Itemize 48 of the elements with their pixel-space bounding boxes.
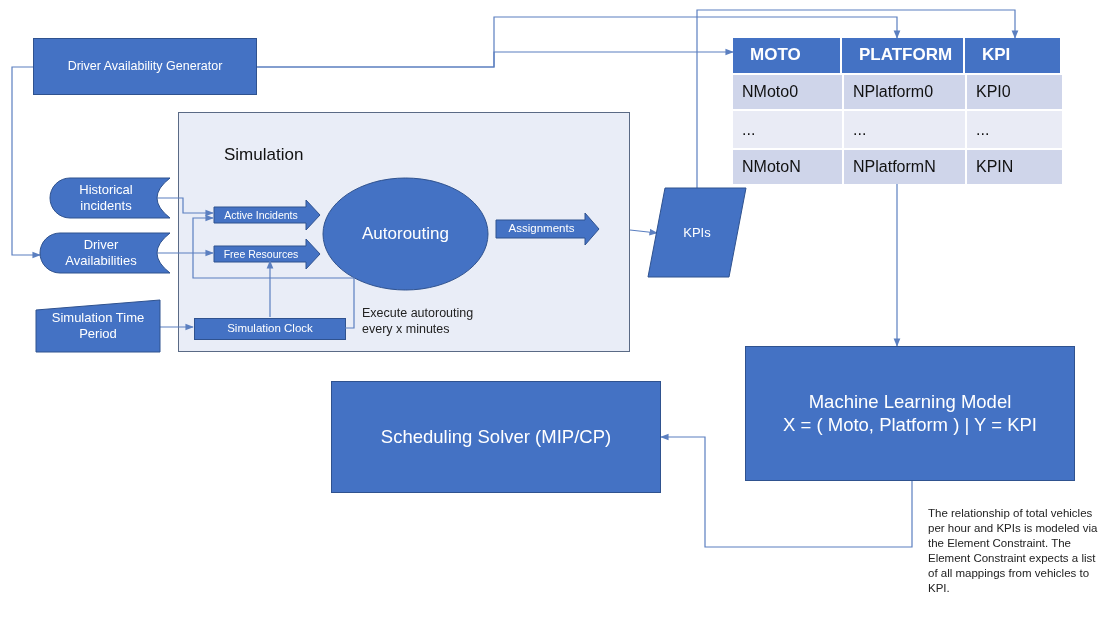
connector-arrow [256, 16, 901, 68]
connector-arrow [192, 214, 355, 329]
table-header-cell [733, 38, 842, 73]
note-text: Execute autorouting every x minutes [362, 306, 475, 338]
node-label: Autorouting [361, 223, 450, 245]
process-box [33, 38, 257, 95]
table-header-cell [842, 38, 965, 73]
node-label: Driver Availabilities [64, 237, 138, 269]
data-table [733, 38, 1062, 184]
connector-arrow [159, 323, 194, 331]
table-cell: NPlatformN [844, 150, 965, 184]
node-label: KPI [981, 45, 1012, 66]
table-cell: NPlatform0 [844, 75, 965, 109]
node-label: Simulation Clock [226, 322, 314, 336]
node-subtitle: X = ( Moto, Platform ) | Y = KPI [782, 413, 1038, 436]
table-header-cell [965, 38, 1062, 73]
node-label: Driver Availability Generator [66, 59, 224, 74]
node-label: Historical incidents [78, 182, 134, 214]
data-storage-shape [40, 233, 170, 273]
connector-arrow [11, 66, 41, 259]
connector-arrow [696, 9, 1019, 189]
table-cell: ... [844, 111, 965, 148]
node-label: Simulation Time Period [50, 310, 146, 342]
connector-arrow [893, 183, 901, 347]
connector-arrow [660, 433, 913, 548]
table-cell: ... [733, 111, 842, 148]
table-cell: KPIN [967, 150, 1062, 184]
data-storage-shape [50, 178, 170, 218]
process-box [745, 346, 1075, 481]
node-label: Machine Learning Model [807, 391, 1013, 414]
simulation-panel [178, 112, 630, 352]
node-label: KPIs [682, 224, 712, 241]
connector-arrow [156, 249, 214, 257]
process-box [331, 381, 661, 493]
node-label: Simulation [223, 145, 305, 166]
node-label: Scheduling Solver (MIP/CP) [379, 425, 613, 449]
connector-arrow [629, 228, 658, 236]
manual-input-shape [36, 300, 160, 352]
data-parallelogram [648, 188, 746, 277]
table-cell: KPI0 [967, 75, 1062, 109]
table-cell: ... [967, 111, 1062, 148]
note-text: The relationship of total vehicles per hour and KPIs is modeled via the Element Constraint. The Element Constraint expects a list of all mappings from vehicles to KPI. [928, 506, 1099, 596]
process-box [194, 318, 346, 340]
process-ellipse [323, 178, 488, 290]
table-cell: NMotoN [733, 150, 842, 184]
node-label: MOTO [749, 45, 802, 66]
node-label: PLATFORM [858, 45, 954, 66]
table-cell: NMoto0 [733, 75, 842, 109]
